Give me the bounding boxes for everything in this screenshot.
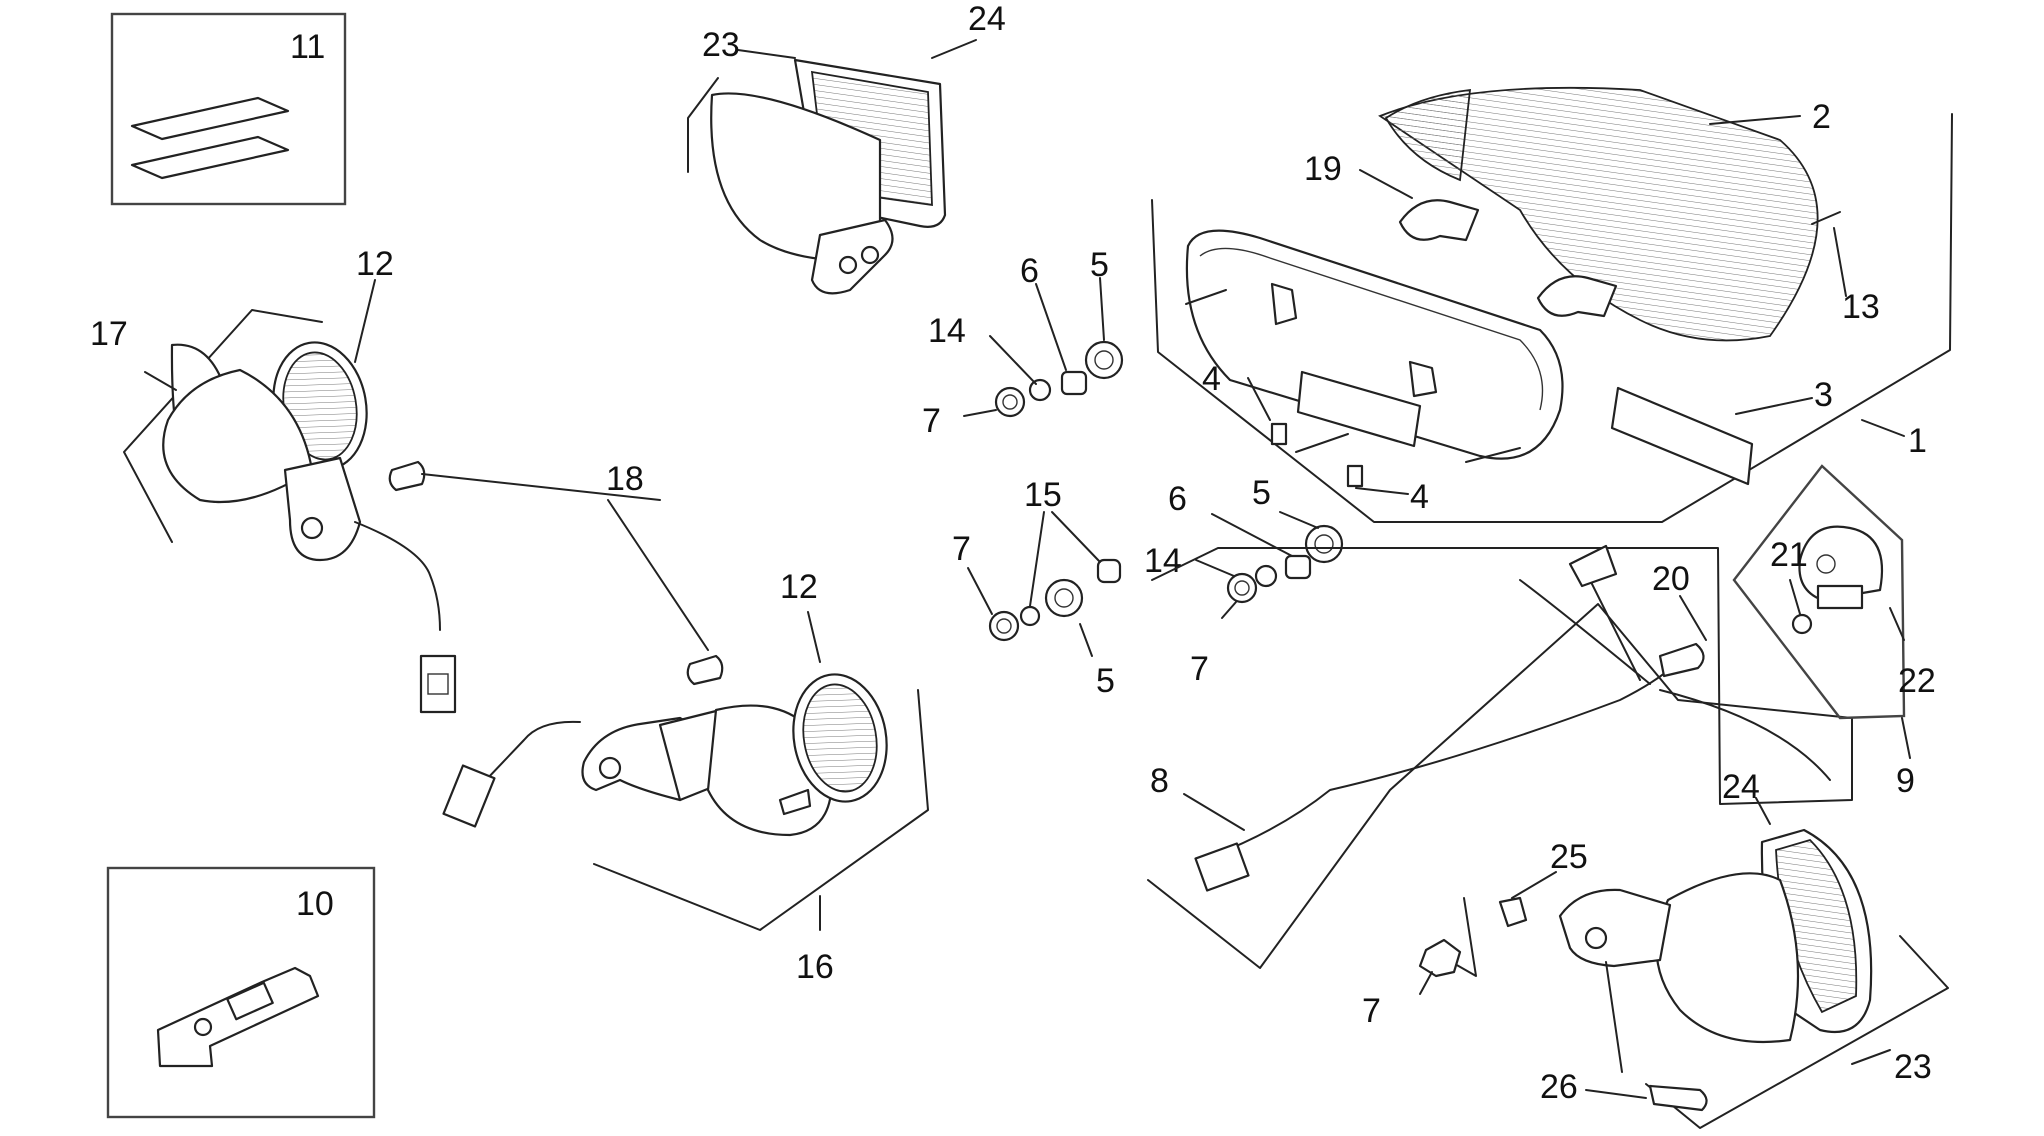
callout-5-upper: 5	[1090, 246, 1109, 284]
callout-10: 10	[296, 885, 334, 923]
callout-12-left: 12	[356, 245, 394, 283]
callout-6-lower: 6	[1168, 480, 1187, 518]
callout-7-upper: 7	[922, 402, 941, 440]
callout-5-lower: 5	[1252, 474, 1271, 512]
bracket-box: 10	[106, 866, 376, 1119]
callout-24-bottom: 24	[1722, 768, 1760, 806]
rear-indicator-top: 23 24	[687, 0, 1006, 295]
callout-22: 22	[1898, 662, 1936, 700]
callout-18: 18	[606, 460, 644, 498]
callout-16: 16	[796, 948, 834, 986]
pad-kit-box: 11	[110, 12, 347, 206]
callout-15: 15	[1024, 476, 1062, 514]
callout-1: 1	[1908, 422, 1927, 460]
callout-12-right: 12	[780, 568, 818, 606]
callout-8: 8	[1150, 762, 1169, 800]
tail-light-assembly: 1 2 3 4 4 13 19	[1151, 86, 1953, 523]
callout-7-lower: 7	[1190, 650, 1209, 688]
callout-14-upper: 14	[928, 312, 966, 350]
callout-6-upper: 6	[1020, 252, 1039, 290]
callout-23-top: 23	[702, 26, 740, 64]
callout-17: 17	[90, 315, 128, 353]
callout-23-bottom: 23	[1894, 1048, 1932, 1086]
fastener-set-lower: 14 6 5 7	[1144, 474, 1344, 688]
indicator-bulbs: 18	[388, 460, 724, 686]
callout-9: 9	[1896, 762, 1915, 800]
callout-26: 26	[1540, 1068, 1578, 1106]
fastener-set-middle: 15 7 5	[952, 476, 1122, 700]
callout-20: 20	[1652, 560, 1690, 598]
callout-4-upper: 4	[1202, 360, 1221, 398]
front-left-indicator: 17 12	[90, 245, 457, 714]
callout-7-bottom: 7	[1362, 992, 1381, 1030]
callout-25: 25	[1550, 838, 1588, 876]
callout-21: 21	[1770, 536, 1808, 574]
callout-3: 3	[1814, 376, 1833, 414]
callout-19: 19	[1304, 150, 1342, 188]
license-lamp-box: 21 22 9	[1732, 464, 1936, 800]
wiring-harness: 8 20	[1147, 544, 1853, 969]
callout-11: 11	[290, 28, 325, 66]
rear-indicator-bottom: 24 25 7 26 23	[1362, 768, 1949, 1129]
callout-13: 13	[1842, 288, 1880, 326]
front-right-indicator: 12 16	[442, 568, 929, 986]
callout-5-middle: 5	[1096, 662, 1115, 700]
callout-4-lower: 4	[1410, 478, 1429, 516]
callout-7-middle: 7	[952, 530, 971, 568]
callout-2: 2	[1812, 98, 1831, 136]
callout-24-top: 24	[968, 0, 1006, 38]
fastener-set-upper: 7 14 6 5	[922, 246, 1124, 440]
